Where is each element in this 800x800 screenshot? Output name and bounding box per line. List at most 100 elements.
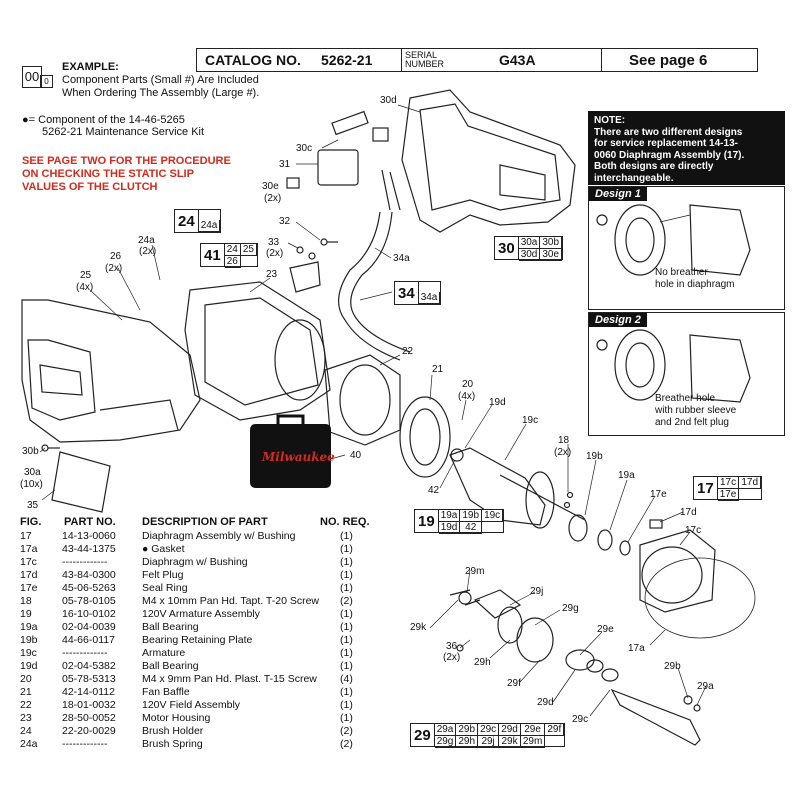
- part-label: 29f: [507, 678, 521, 689]
- part-label: 32: [279, 216, 291, 227]
- table-cell-req: (1): [340, 582, 353, 594]
- table-cell-part: 02-04-0039: [62, 621, 116, 633]
- part-label: 35: [27, 500, 39, 511]
- table-cell-req: (1): [340, 608, 353, 620]
- example-line-2: When Ordering The Assembly (Large #).: [62, 87, 260, 99]
- table-cell-desc: Diaphragm w/ Bushing: [142, 556, 248, 568]
- table-cell-part: -------------: [62, 647, 108, 659]
- design-note: NOTE: There are two different designs fo…: [588, 111, 785, 185]
- table-cell-desc: Ball Bearing: [142, 621, 199, 633]
- design-2-tag: Design 2: [589, 313, 647, 327]
- example-title: EXAMPLE:: [62, 61, 119, 73]
- see-page-note: See page 6: [629, 51, 708, 69]
- part-label: 29b: [664, 661, 681, 672]
- case-logo-text: Milwaukee: [261, 450, 335, 464]
- table-cell-desc: 120V Field Assembly: [142, 699, 241, 711]
- design-2-panel: Design 2 Breather hole with rubber sleev…: [588, 312, 785, 436]
- table-cell-part: 14-13-0060: [62, 530, 116, 542]
- callout-34: 34 34a: [394, 281, 442, 305]
- table-cell-req: (1): [340, 686, 353, 698]
- part-label: (2x): [264, 193, 282, 204]
- table-cell-fig: 19: [20, 608, 32, 620]
- part-label: (2x): [105, 263, 123, 274]
- part-label: 19b: [586, 451, 603, 462]
- catalog-number: 5262-21: [321, 52, 373, 68]
- table-cell-req: (1): [340, 634, 353, 646]
- table-cell-fig: 17: [20, 530, 32, 542]
- table-cell-desc: Ball Bearing: [142, 660, 199, 672]
- clutch-note-line-3: VALUES OF THE CLUTCH: [22, 181, 158, 193]
- note-line: interchangeable.: [594, 172, 674, 184]
- table-cell-req: (1): [340, 699, 353, 711]
- part-label: (4x): [76, 282, 94, 293]
- part-label: 30a: [24, 467, 41, 478]
- note-line: for service replacement 14-13-: [594, 138, 738, 149]
- table-cell-fig: 19d: [20, 660, 38, 672]
- table-cell-part: 44-66-0117: [62, 634, 115, 646]
- tool-case-icon: Milwaukee: [250, 414, 335, 488]
- design-2-caption-1: Breather hole: [655, 393, 716, 404]
- part-label: 17a: [628, 643, 645, 654]
- table-cell-part: -------------: [62, 738, 108, 750]
- table-cell-desc: Brush Holder: [142, 725, 204, 737]
- part-label: 17c: [685, 525, 702, 536]
- part-label: 24a: [138, 235, 155, 246]
- table-cell-part: 42-14-0112: [62, 686, 115, 698]
- table-cell-fig: 17c: [20, 556, 37, 568]
- table-cell-part: -------------: [62, 556, 108, 568]
- table-cell-desc: Seal Ring: [142, 582, 188, 594]
- part-label: 29g: [562, 603, 579, 614]
- table-cell-desc: M4 x 10mm Pan Hd. Tapt. T-20 Screw: [142, 595, 320, 607]
- table-cell-req: (1): [340, 530, 353, 542]
- table-cell-desc: Bearing Retaining Plate: [142, 634, 253, 646]
- design-1-panel: Design 1 No breather hole in diaphragm: [588, 186, 785, 310]
- design-2-caption-3: and 2nd felt plug: [655, 417, 729, 428]
- table-cell-fig: 19c: [20, 647, 37, 659]
- table-cell-req: (1): [340, 712, 353, 724]
- part-label: 29a: [697, 681, 714, 692]
- part-label: 21: [432, 364, 444, 375]
- part-label: 19c: [522, 415, 539, 426]
- part-label: 29h: [474, 657, 491, 668]
- table-cell-fig: 24a: [20, 738, 38, 750]
- table-cell-fig: 21: [20, 686, 32, 698]
- table-cell-part: 18-01-0032: [62, 699, 116, 711]
- part-label: 30c: [296, 143, 313, 154]
- part-label: 18: [558, 435, 570, 446]
- table-cell-req: (1): [340, 647, 353, 659]
- part-label: 42: [428, 485, 440, 496]
- part-label: 29k: [410, 622, 427, 633]
- part-label: (2x): [443, 652, 461, 663]
- part-label: 30d: [380, 95, 397, 106]
- table-cell-part: 02-04-5382: [62, 660, 116, 672]
- part-label: (10x): [20, 479, 43, 490]
- table-cell-part: 43-84-0300: [62, 569, 116, 581]
- table-cell-part: 16-10-0102: [62, 608, 116, 620]
- part-label: 22: [402, 346, 414, 357]
- table-cell-req: (2): [340, 725, 353, 737]
- table-cell-fig: 23: [20, 712, 32, 724]
- design-1-tag: Design 1: [589, 187, 647, 201]
- part-label: 20: [462, 379, 474, 390]
- table-cell-desc: Motor Housing: [142, 712, 211, 724]
- callout-17: 17 17c 17d 17e: [693, 476, 763, 501]
- table-cell-part: 05-78-0105: [62, 595, 116, 607]
- example-small-number: 0: [40, 75, 53, 88]
- part-label: 30b: [22, 446, 39, 457]
- part-label: 29m: [465, 566, 485, 577]
- part-label: (2x): [139, 246, 157, 257]
- serial-number: G43A: [499, 52, 536, 68]
- part-label: 29d: [537, 697, 554, 708]
- part-label: 40: [350, 450, 362, 461]
- table-cell-req: (1): [340, 660, 353, 672]
- serial-label-2: NUMBER: [405, 59, 445, 69]
- table-cell-desc: Felt Plug: [142, 569, 184, 581]
- note-line: 0060 Diaphragm Assembly (17).: [594, 149, 745, 161]
- table-cell-fig: 24: [20, 725, 32, 737]
- note-title: NOTE:: [594, 115, 626, 126]
- note-line: There are two different designs: [594, 126, 743, 138]
- table-cell-desc: Armature: [142, 647, 186, 659]
- callout-30: 30 30a 30b 30d 30e: [494, 236, 564, 261]
- kit-note-line-2: 5262-21 Maintenance Service Kit: [42, 126, 205, 138]
- catalog-label: CATALOG NO.: [205, 52, 301, 68]
